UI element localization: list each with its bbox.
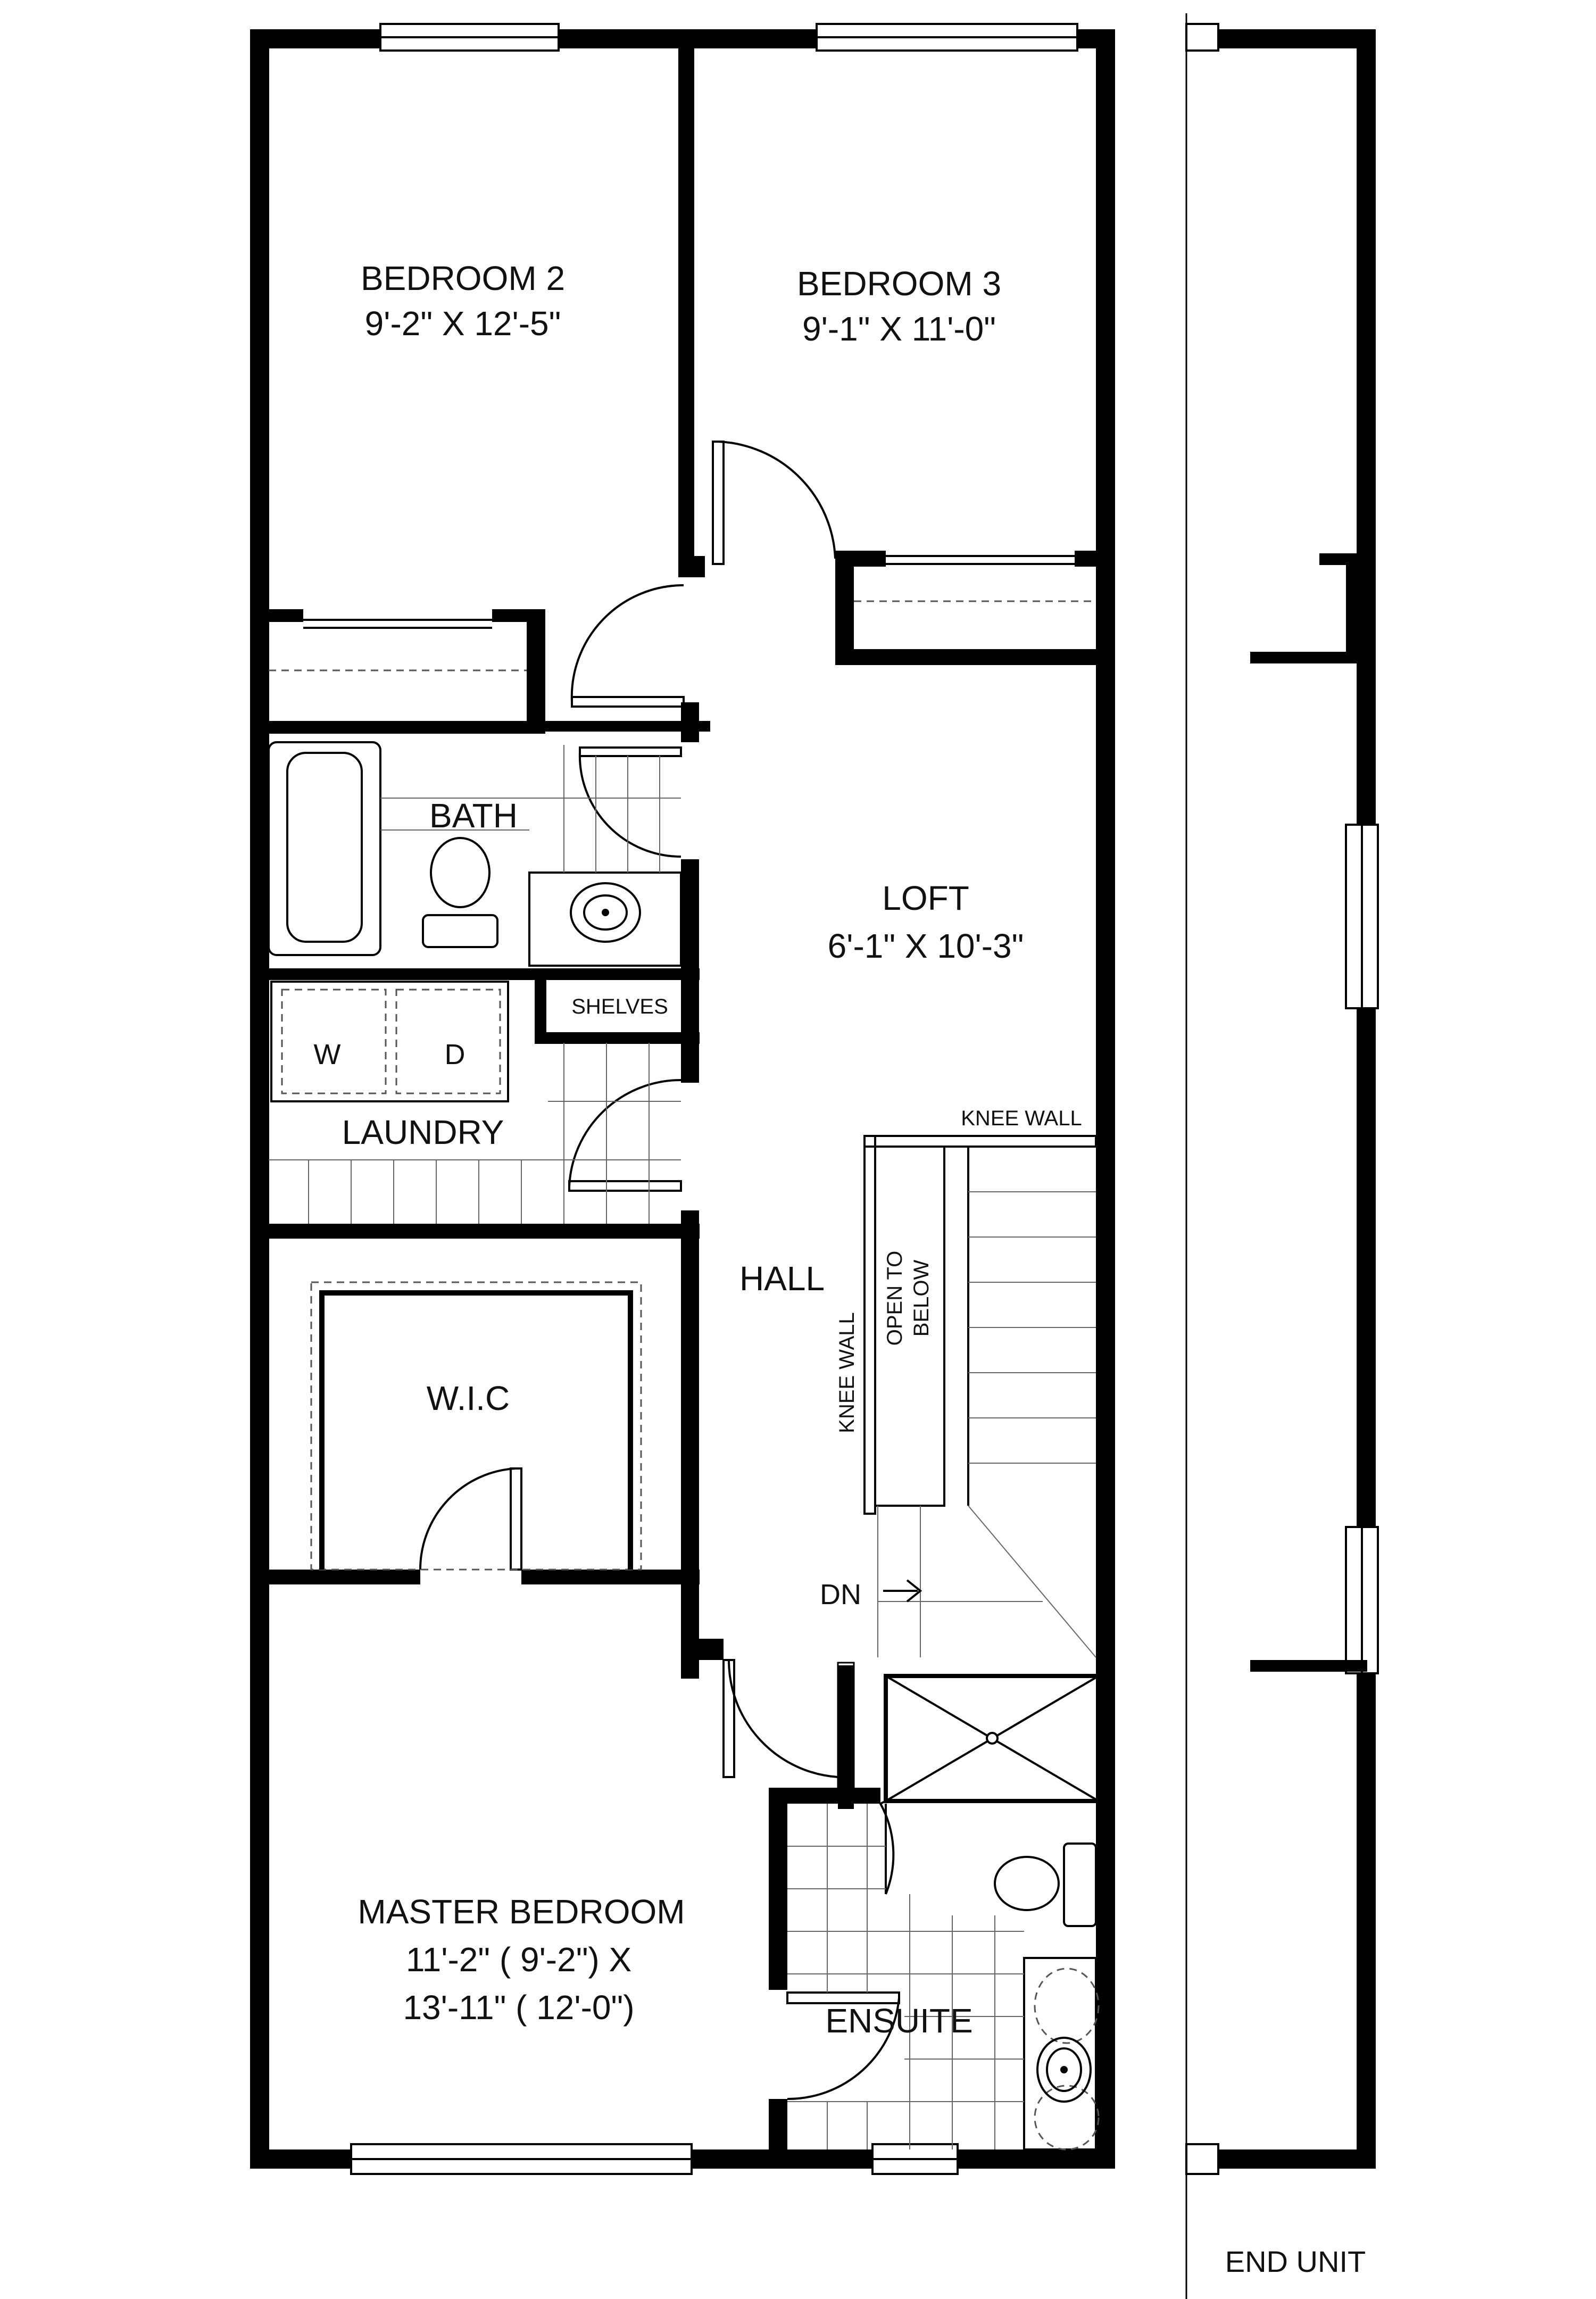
loft-label: LOFT xyxy=(882,879,969,917)
bath-label: BATH xyxy=(429,796,518,835)
bedroom2-label: BEDROOM 2 xyxy=(361,259,565,297)
ensuite-fixtures xyxy=(787,1674,1101,2151)
dryer-label: D xyxy=(445,1039,466,1070)
bedroom3-label: BEDROOM 3 xyxy=(797,264,1001,303)
open-to-below-label-1: OPEN TO xyxy=(883,1251,907,1346)
exterior-walls xyxy=(250,29,1115,2169)
knee-wall-top-label: KNEE WALL xyxy=(961,1107,1082,1130)
toilet-icon xyxy=(994,1856,1060,1911)
toilet-icon xyxy=(430,837,491,908)
staircase xyxy=(863,1135,1097,1658)
master-size-line1: 11'-2" ( 9'-2") X xyxy=(406,1940,631,1979)
down-label: DN xyxy=(820,1579,861,1611)
end-unit-label: END UNIT xyxy=(1225,2245,1366,2278)
laundry-label: LAUNDRY xyxy=(342,1113,504,1151)
open-to-below-label-2: BELOW xyxy=(910,1260,933,1337)
wic-shelving xyxy=(310,1281,642,1571)
interior-walls xyxy=(250,29,1367,2149)
top-windows xyxy=(379,23,1078,52)
bedroom3-closet xyxy=(854,555,1096,602)
master-label: MASTER BEDROOM xyxy=(358,1893,685,1931)
sink-icon xyxy=(1036,2037,1092,2103)
bedroom2-size: 9'-2" X 12'-5" xyxy=(365,304,561,343)
shelves-label: SHELVES xyxy=(571,995,668,1018)
bedroom3-size: 9'-1" X 11'-0" xyxy=(802,310,996,348)
master-size-line2: 13'-11" ( 12'-0") xyxy=(403,1988,634,2027)
arrow-right-icon xyxy=(883,1579,922,1603)
ensuite-label: ENSUITE xyxy=(825,2002,972,2040)
hall-label: HALL xyxy=(739,1259,825,1298)
end-unit xyxy=(1185,13,1379,2299)
washer-label: W xyxy=(314,1039,341,1070)
loft-size: 6'-1" X 10'-3" xyxy=(828,927,1024,965)
laundry-fixtures xyxy=(269,981,681,1224)
knee-wall-side-label: KNEE WALL xyxy=(835,1312,859,1433)
bath-fixtures xyxy=(268,741,682,967)
bedroom2-closet xyxy=(269,619,527,671)
sink-icon xyxy=(570,882,641,943)
bottom-windows xyxy=(350,2143,959,2175)
wic-label: W.I.C xyxy=(427,1379,510,1417)
doors xyxy=(419,441,900,2101)
